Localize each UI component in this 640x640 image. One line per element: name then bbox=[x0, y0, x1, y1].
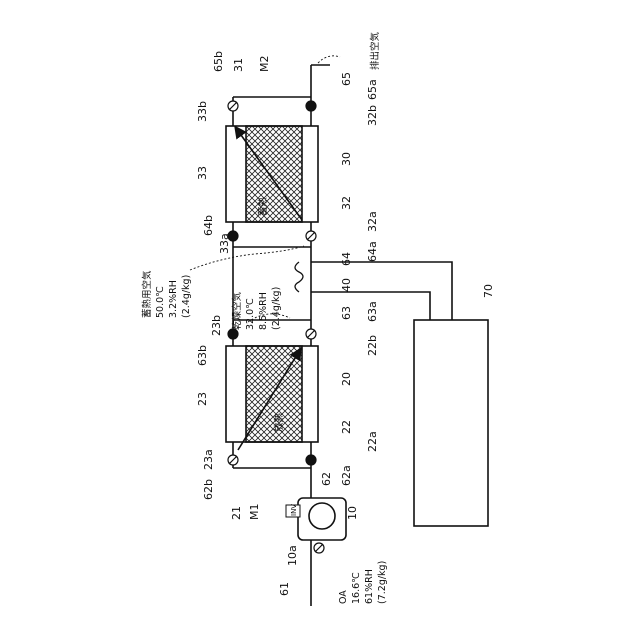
storage-air-line-1: 50.0℃ bbox=[155, 286, 166, 318]
label-23b: 23b bbox=[210, 315, 223, 336]
box20-tag: 放熱 bbox=[273, 412, 285, 432]
heat-pump-unit-70 bbox=[414, 320, 488, 526]
label-63b: 63b bbox=[196, 345, 209, 366]
oa-annotation: OA 16.6℃ 61%RH (7.2g/kg) bbox=[338, 561, 388, 604]
exhaust-annotation: 排出空気 bbox=[369, 31, 381, 70]
label-64: 64 bbox=[340, 252, 353, 266]
coil-40 bbox=[295, 262, 303, 292]
label-65: 65 bbox=[340, 72, 353, 86]
oa-line-2: 61%RH bbox=[364, 569, 375, 604]
oa-line-0: OA bbox=[338, 590, 349, 604]
damper-62 bbox=[306, 455, 316, 465]
leader-exhaust bbox=[318, 56, 340, 63]
label-32: 32 bbox=[340, 196, 353, 210]
label-62: 62 bbox=[320, 472, 333, 486]
damper-65a bbox=[306, 101, 316, 111]
storage-air-line-3: (2.4g/kg) bbox=[181, 275, 192, 318]
label-21: 21 bbox=[230, 506, 243, 520]
dry-air-line-0: 乾燥空気 bbox=[231, 291, 243, 330]
label-23a: 23a bbox=[202, 449, 215, 470]
label-65b: 65b bbox=[212, 51, 225, 72]
label-61: 61 bbox=[278, 582, 291, 596]
label-33a: 33a bbox=[218, 233, 231, 254]
label-63a: 63a bbox=[366, 301, 379, 322]
label-22b: 22b bbox=[366, 335, 379, 356]
oa-line-3: (7.2g/kg) bbox=[377, 561, 388, 604]
label-22a: 22a bbox=[366, 431, 379, 452]
label-32b: 32b bbox=[366, 105, 379, 126]
label-70: 70 bbox=[482, 284, 495, 298]
motor-tag: INV bbox=[290, 504, 298, 516]
oa-line-1: 16.6℃ bbox=[351, 572, 362, 604]
dry-air-line-1: 32.0℃ bbox=[245, 298, 256, 330]
label-30: 30 bbox=[340, 152, 353, 166]
fan-impeller bbox=[309, 503, 335, 529]
label-62a: 62a bbox=[340, 465, 353, 486]
label-62b: 62b bbox=[202, 479, 215, 500]
storage-air-annotation: 蓄熱用空気 50.0℃ 3.2%RH (2.4g/kg) bbox=[141, 270, 192, 318]
label-33: 33 bbox=[196, 166, 209, 180]
leader-storage-air bbox=[190, 246, 304, 270]
label-31: 31 bbox=[232, 58, 245, 72]
storage-air-line-2: 3.2%RH bbox=[168, 280, 179, 318]
label-22: 22 bbox=[340, 420, 353, 434]
label-40: 40 bbox=[340, 278, 353, 292]
label-m2: M2 bbox=[258, 56, 271, 73]
label-10: 10 bbox=[346, 506, 359, 520]
label-23: 23 bbox=[196, 392, 209, 406]
label-m1: M1 bbox=[248, 504, 261, 521]
label-33b: 33b bbox=[196, 101, 209, 122]
label-64b: 64b bbox=[202, 215, 215, 236]
box30-tag: 蓄熱 bbox=[257, 196, 269, 216]
label-64a: 64a bbox=[366, 241, 379, 262]
label-65a: 65a bbox=[366, 79, 379, 100]
label-20: 20 bbox=[340, 372, 353, 386]
exhaust-line-0: 排出空気 bbox=[369, 31, 381, 70]
label-63: 63 bbox=[340, 306, 353, 320]
label-32a: 32a bbox=[366, 211, 379, 232]
storage-air-line-0: 蓄熱用空気 bbox=[141, 270, 153, 318]
dry-air-line-2: 8.5%RH bbox=[258, 292, 269, 330]
refrigerant-pipe-outer bbox=[311, 262, 452, 320]
label-10a: 10a bbox=[286, 545, 299, 566]
dry-air-annotation: 乾燥空気 32.0℃ 8.5%RH (2.4g/kg) bbox=[231, 287, 282, 330]
dry-air-line-3: (2.4g/kg) bbox=[271, 287, 282, 330]
